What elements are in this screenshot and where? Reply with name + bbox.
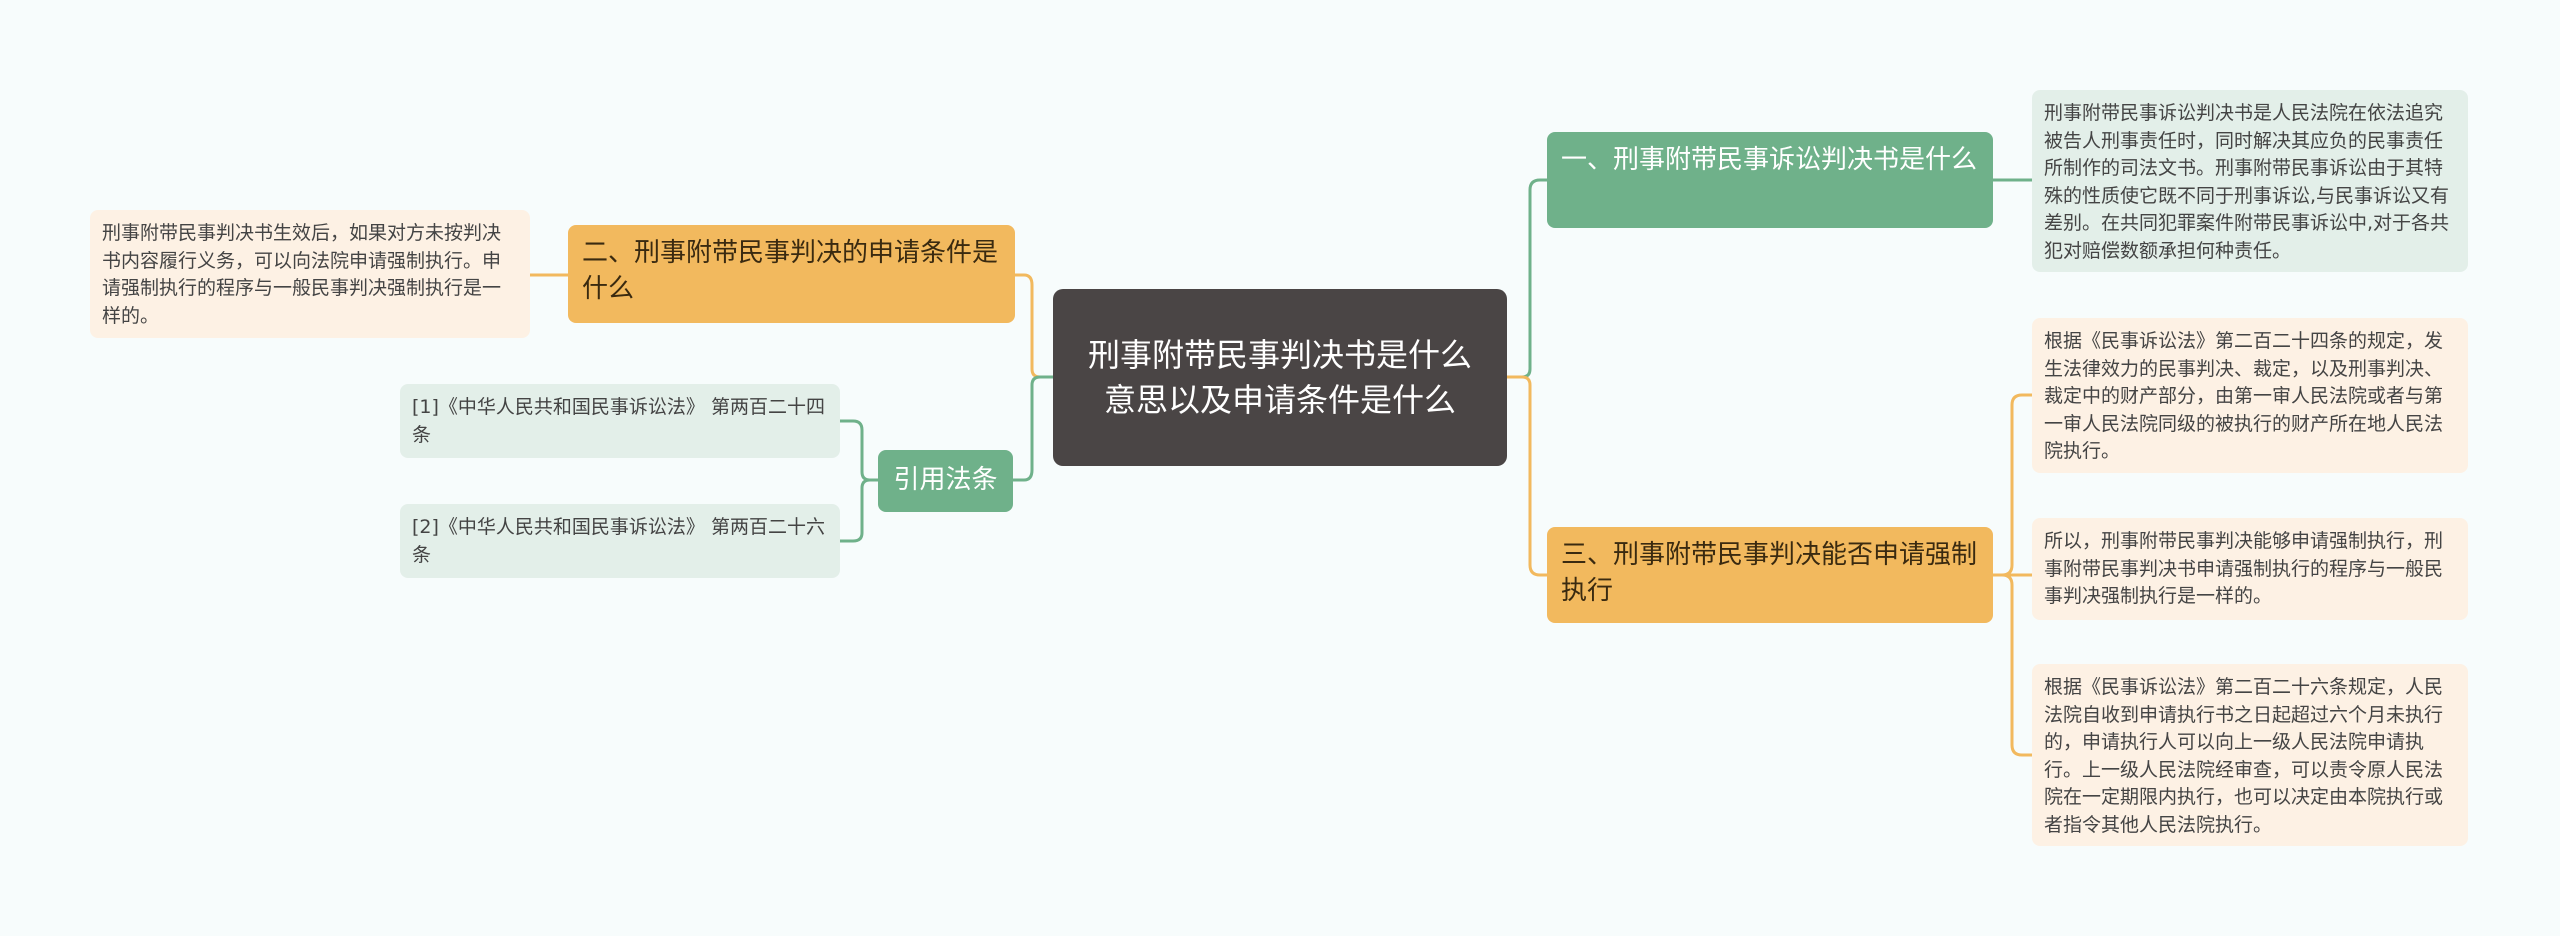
branch-1-label: 一、刑事附带民事诉讼判决书是什么 (1561, 145, 1978, 175)
leaf-b2-text-content: 刑事附带民事判决书生效后，如果对方未按判决书内容履行义务，可以向法院申请强制执行… (102, 222, 502, 327)
connector-root-b3 (1507, 375, 1547, 577)
leaf-b3-text-1[interactable]: 根据《民事诉讼法》第二百二十四条的规定，发生法律效力的民事判决、裁定，以及刑事判… (2032, 318, 2468, 473)
leaf-b3-text-3-content: 根据《民事诉讼法》第二百二十六条规定，人民法院自收到申请执行书之日起超过六个月未… (2044, 676, 2444, 836)
leaf-ref-2-content: [2]《中华人民共和国民事诉讼法》 第两百二十六条 (412, 516, 825, 566)
branch-3-label: 三、刑事附带民事判决能否申请强制执行 (1561, 540, 1978, 607)
connector-root-b2 (1015, 273, 1053, 379)
connector-root-b1 (1507, 178, 1547, 379)
connector-root-refs (1006, 375, 1053, 482)
root-node[interactable]: 刑事附带民事判决书是什么意思以及申请条件是什么 (1053, 289, 1507, 466)
leaf-ref-2[interactable]: [2]《中华人民共和国民事诉讼法》 第两百二十六条 (400, 504, 840, 578)
leaf-b1-text-content: 刑事附带民事诉讼判决书是人民法院在依法追究被告人刑事责任时，同时解决其应负的民事… (2044, 102, 2450, 262)
connector-b3-leaf1 (1993, 393, 2032, 577)
leaf-b3-text-3[interactable]: 根据《民事诉讼法》第二百二十六条规定，人民法院自收到申请执行书之日起超过六个月未… (2032, 664, 2468, 846)
root-label: 刑事附带民事判决书是什么意思以及申请条件是什么 (1087, 335, 1472, 419)
refs-label: 引用法条 (893, 465, 998, 495)
branch-node-refs[interactable]: 引用法条 (878, 450, 1013, 512)
leaf-b3-text-2[interactable]: 所以，刑事附带民事判决能够申请强制执行，刑事附带民事判决书申请强制执行的程序与一… (2032, 518, 2468, 620)
leaf-b3-text-1-content: 根据《民事诉讼法》第二百二十四条的规定，发生法律效力的民事判决、裁定，以及刑事判… (2044, 330, 2444, 463)
branch-node-3[interactable]: 三、刑事附带民事判决能否申请强制执行 (1547, 527, 1993, 623)
branch-2-label: 二、刑事附带民事判决的申请条件是什么 (582, 238, 999, 305)
branch-node-1[interactable]: 一、刑事附带民事诉讼判决书是什么 (1547, 132, 1993, 228)
branch-node-2[interactable]: 二、刑事附带民事判决的申请条件是什么 (568, 225, 1015, 323)
leaf-b2-text[interactable]: 刑事附带民事判决书生效后，如果对方未按判决书内容履行义务，可以向法院申请强制执行… (90, 210, 530, 338)
connector-refs-ref1 (840, 419, 878, 482)
leaf-ref-1-content: [1]《中华人民共和国民事诉讼法》 第两百二十四条 (412, 396, 825, 446)
leaf-b1-text[interactable]: 刑事附带民事诉讼判决书是人民法院在依法追究被告人刑事责任时，同时解决其应负的民事… (2032, 90, 2468, 272)
connector-b3-leaf3 (1993, 573, 2032, 757)
leaf-ref-1[interactable]: [1]《中华人民共和国民事诉讼法》 第两百二十四条 (400, 384, 840, 458)
connector-refs-ref2 (840, 478, 878, 543)
leaf-b3-text-2-content: 所以，刑事附带民事判决能够申请强制执行，刑事附带民事判决书申请强制执行的程序与一… (2044, 530, 2444, 608)
